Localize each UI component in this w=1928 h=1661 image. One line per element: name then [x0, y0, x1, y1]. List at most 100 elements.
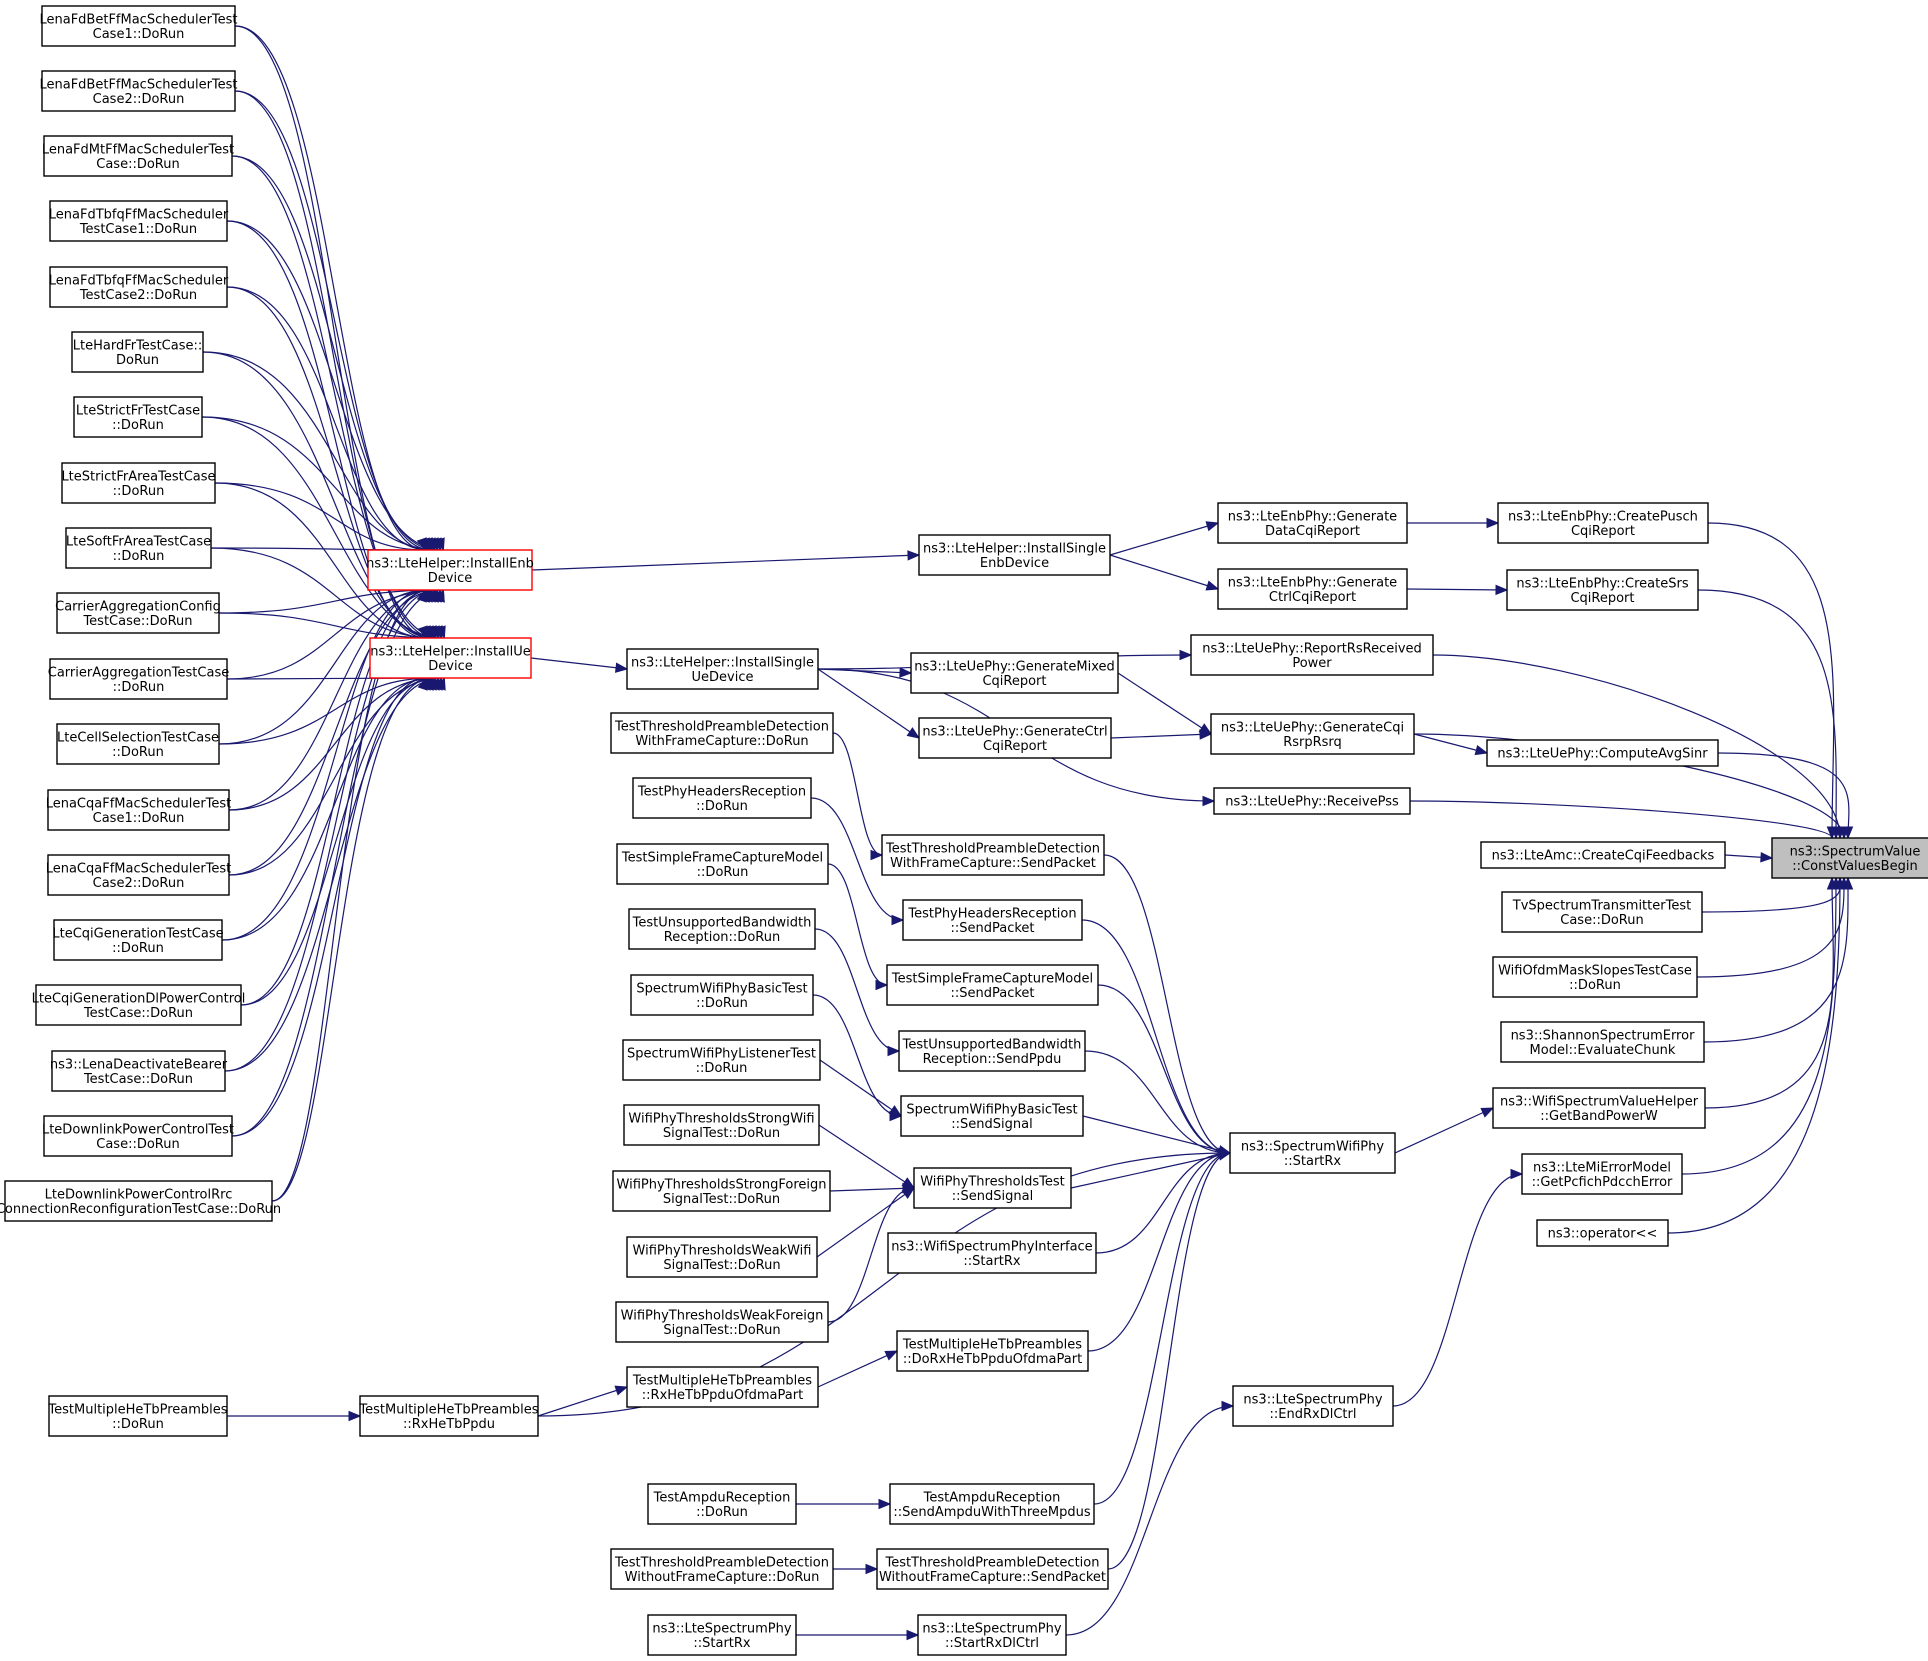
edge-swpl-do-run-to-swpb-send	[819, 1059, 902, 1117]
node-mht-do-run[interactable]: TestMultipleHeTbPreambles::DoRun	[47, 1395, 228, 1437]
node-tpdwfc-do-run[interactable]: TestThresholdPreambleDetectionWithFrameC…	[610, 712, 834, 754]
node-label: TestAmpduReception	[923, 1490, 1061, 1505]
node-hard-fr[interactable]: LteHardFrTestCase::DoRun	[71, 331, 204, 373]
node-sfcm-send[interactable]: TestSimpleFrameCaptureModel::SendPacket	[886, 964, 1099, 1006]
node-operator-ll[interactable]: ns3::operator<<	[1536, 1219, 1669, 1247]
node-tpdwofc-do-run[interactable]: TestThresholdPreambleDetectionWithoutFra…	[610, 1548, 834, 1590]
node-shannon[interactable]: ns3::ShannonSpectrumErrorModel::Evaluate…	[1500, 1021, 1705, 1063]
node-swpl-do-run[interactable]: SpectrumWifiPhyListenerTest::DoRun	[622, 1039, 821, 1081]
node-label: WifiPhyThresholdsWeakForeign	[621, 1308, 824, 1323]
node-label: ::GetPcfichPdcchError	[1532, 1175, 1673, 1190]
node-label: TestPhyHeadersReception	[907, 906, 1076, 921]
node-cell-sel[interactable]: LteCellSelectionTestCase::DoRun	[56, 723, 220, 765]
node-box	[65, 527, 212, 569]
node-ca-test[interactable]: CarrierAggregationTestCase::DoRun	[48, 658, 229, 700]
node-sfcm-do-run[interactable]: TestSimpleFrameCaptureModel::DoRun	[616, 843, 829, 885]
node-box	[913, 1167, 1072, 1209]
arrowhead-icon	[902, 1182, 916, 1194]
node-strict-fr[interactable]: LteStrictFrTestCase::DoRun	[73, 396, 203, 438]
arrowhead-icon	[422, 537, 433, 552]
node-create-cqi-feedbacks[interactable]: ns3::LteAmc::CreateCqiFeedbacks	[1480, 841, 1726, 869]
node-wpt-weak-wifi[interactable]: WifiPhyThresholdsWeakWifiSignalTest::DoR…	[626, 1236, 818, 1278]
node-target[interactable]: ns3::SpectrumValue::ConstValuesBegin	[1771, 837, 1928, 879]
edge-shannon-to-target	[1703, 877, 1849, 1043]
edge-wpt-strong-foreign-to-wpt-send	[829, 1187, 915, 1192]
node-box	[369, 637, 532, 679]
node-mht-rx-ofdma[interactable]: TestMultipleHeTbPreambles::RxHeTbPpduOfd…	[626, 1366, 819, 1408]
arrowhead-icon	[614, 662, 629, 673]
node-end-rx-dl-ctrl[interactable]: ns3::LteSpectrumPhy::EndRxDlCtrl	[1232, 1385, 1394, 1427]
node-lsp-start-rx[interactable]: ns3::LteSpectrumPhy::StartRx	[647, 1614, 797, 1656]
node-swpb-send[interactable]: SpectrumWifiPhyBasicTest::SendSignal	[900, 1095, 1084, 1137]
node-dl-power-rrc[interactable]: LteDownlinkPowerControlRrcConnectionReco…	[0, 1180, 281, 1222]
node-phy-hdr-send[interactable]: TestPhyHeadersReception::SendPacket	[902, 899, 1083, 941]
node-wpt-weak-foreign[interactable]: WifiPhyThresholdsWeakForeignSignalTest::…	[615, 1301, 829, 1343]
node-swp-start-rx[interactable]: ns3::SpectrumWifiPhy::StartRx	[1229, 1132, 1396, 1174]
node-label: ::StartRx	[1284, 1154, 1342, 1169]
arrowhead-icon	[614, 1385, 629, 1396]
node-box	[41, 5, 236, 47]
arrowhead-icon	[432, 625, 443, 640]
node-soft-fr-area[interactable]: LteSoftFrAreaTestCase::DoRun	[65, 527, 212, 569]
node-cqi-gen[interactable]: LteCqiGenerationTestCase::DoRun	[52, 919, 224, 961]
node-wspi-start-rx[interactable]: ns3::WifiSpectrumPhyInterface::StartRx	[887, 1232, 1097, 1274]
node-label: Power	[1292, 656, 1332, 671]
node-label: Device	[428, 659, 472, 674]
node-label: DataCqiReport	[1265, 524, 1360, 539]
node-cqi-gen-dl[interactable]: LteCqiGenerationDlPowerControlTestCase::…	[32, 984, 246, 1026]
node-swpb-do-run[interactable]: SpectrumWifiPhyBasicTest::DoRun	[630, 974, 814, 1016]
node-wifi-ofdm-mask[interactable]: WifiOfdmMaskSlopesTestCase::DoRun	[1492, 956, 1698, 998]
node-label: ns3::SpectrumWifiPhy	[1241, 1139, 1384, 1154]
node-receive-pss[interactable]: ns3::LteUePhy::ReceivePss	[1213, 787, 1411, 815]
node-label: ns3::operator<<	[1548, 1227, 1658, 1242]
node-tpdwofc-send[interactable]: TestThresholdPreambleDetectionWithoutFra…	[876, 1548, 1109, 1590]
node-tpdwfc-send[interactable]: TestThresholdPreambleDetectionWithFrameC…	[881, 834, 1105, 876]
node-mht-do-rx-ofdma[interactable]: TestMultipleHeTbPreambles::DoRxHeTbPpduO…	[896, 1330, 1089, 1372]
node-wpt-strong-wifi[interactable]: WifiPhyThresholdsStrongWifiSignalTest::D…	[623, 1104, 820, 1146]
node-compute-avg-sinr[interactable]: ns3::LteUePhy::ComputeAvgSinr	[1486, 739, 1719, 767]
node-mht-rx-ppdu[interactable]: TestMultipleHeTbPreambles::RxHeTbPpdu	[358, 1395, 539, 1437]
node-get-pcfich[interactable]: ns3::LteMiErrorModel::GetPcfichPdcchErro…	[1521, 1153, 1683, 1195]
node-unsup-send[interactable]: TestUnsupportedBandwidthReception::SendP…	[898, 1030, 1086, 1072]
node-ampdu-do-run[interactable]: TestAmpduReception::DoRun	[647, 1483, 797, 1525]
edge-ampdu-send-to-swp-start-rx	[1093, 1152, 1231, 1505]
edge-wpt-strong-wifi-to-wpt-send	[818, 1124, 915, 1189]
node-wpt-strong-foreign[interactable]: WifiPhyThresholdsStrongForeignSignalTest…	[612, 1170, 831, 1212]
node-lsp-start-rx-dl-ctrl[interactable]: ns3::LteSpectrumPhy::StartRxDlCtrl	[917, 1614, 1067, 1656]
node-label: ::DoRxHeTbPpduOfdmaPart	[903, 1352, 1082, 1367]
node-phy-hdr-do-run[interactable]: TestPhyHeadersReception::DoRun	[632, 777, 812, 819]
node-ampdu-send[interactable]: TestAmpduReception::SendAmpduWithThreeMp…	[889, 1483, 1095, 1525]
edge-lena-bet2-to-install-enb	[234, 90, 432, 551]
node-label: ::DoRun	[696, 996, 748, 1011]
node-strict-fr-area[interactable]: LteStrictFrAreaTestCase::DoRun	[61, 462, 216, 504]
node-box	[610, 1548, 834, 1590]
node-wpt-send[interactable]: WifiPhyThresholdsTest::SendSignal	[913, 1167, 1072, 1209]
node-box	[359, 1395, 539, 1437]
node-get-band-power[interactable]: ns3::WifiSpectrumValueHelper::GetBandPow…	[1492, 1087, 1706, 1129]
arrowhead-icon	[1202, 795, 1216, 807]
